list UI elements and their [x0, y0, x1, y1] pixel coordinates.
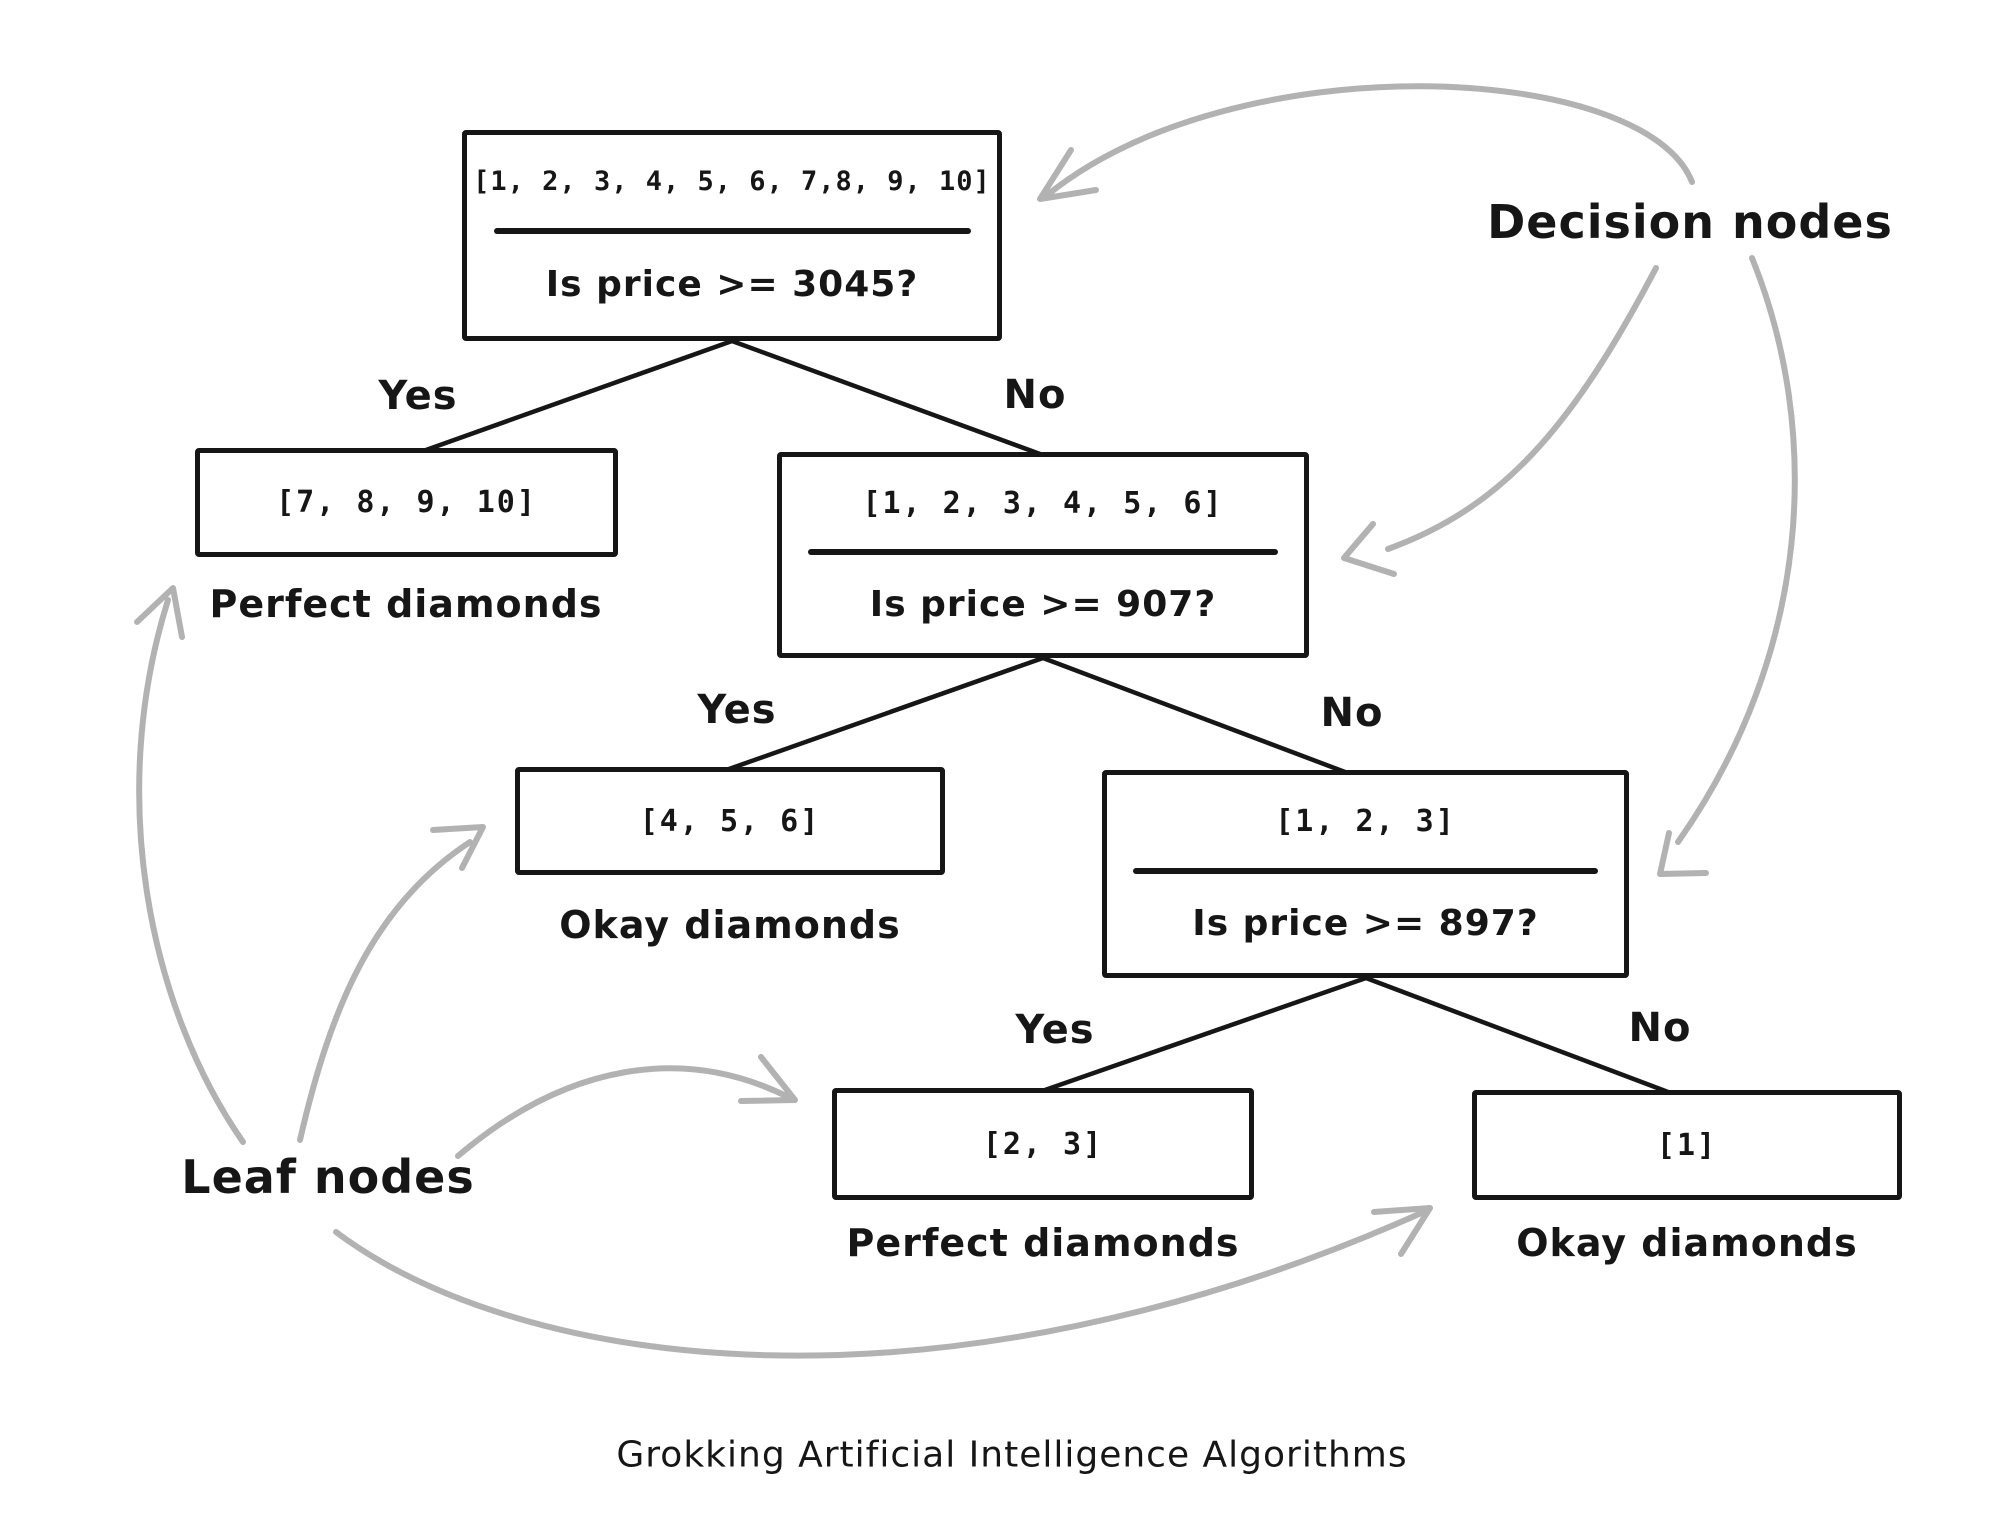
decision-nodes-label: Decision nodes: [1487, 195, 1893, 249]
branch-label-yes-level3: Yes: [697, 687, 777, 733]
leaf-nodes-arrow-to-perfect1-head: [134, 585, 185, 640]
leaf-nodes-label: Leaf nodes: [181, 1150, 475, 1204]
leaf-node-set: [1]: [1656, 1127, 1718, 1163]
root-node-set: [1, 2, 3, 4, 5, 6, 7,8, 9, 10]: [473, 165, 991, 197]
branch-label-yes-level2: Yes: [378, 373, 458, 419]
decision-nodes-arrow-to-decision2: [1385, 265, 1659, 552]
decision-node-2-set: [1, 2, 3, 4, 5, 6]: [862, 485, 1224, 521]
leaf-node-2-3: [2, 3]: [832, 1088, 1254, 1200]
branch-label-no-level3: No: [1320, 690, 1384, 736]
edge-root-yes: [423, 338, 735, 453]
leaf-nodes-arrow-to-okay1-head: [430, 824, 486, 871]
leaf-caption-okay-2: Okay diamonds: [1516, 1221, 1858, 1265]
leaf-nodes-arrow-to-perfect1: [136, 597, 246, 1145]
decision-nodes-arrow-to-decision3: [1675, 255, 1798, 845]
leaf-nodes-arrow-to-okay2-head: [1371, 1205, 1433, 1257]
node-divider: [808, 549, 1278, 555]
decision-node-3-set: [1, 2, 3]: [1275, 804, 1456, 839]
leaf-nodes-arrow-to-perfect2: [455, 1065, 793, 1159]
leaf-nodes-arrow-to-okay2: [333, 1207, 1431, 1359]
edge-root-no: [729, 338, 1043, 457]
decision-node-3: [1, 2, 3] Is price >= 897?: [1102, 770, 1629, 978]
leaf-nodes-arrow-to-perfect2-head: [738, 1054, 798, 1104]
leaf-node-1: [1]: [1472, 1090, 1902, 1200]
root-decision-node: [1, 2, 3, 4, 5, 6, 7,8, 9, 10] Is price …: [462, 130, 1002, 341]
decision-node-2: [1, 2, 3, 4, 5, 6] Is price >= 907?: [777, 452, 1309, 658]
decision-nodes-arrow-to-root-head: [1037, 147, 1099, 202]
branch-label-yes-level4: Yes: [1015, 1007, 1095, 1053]
tree-edges: [423, 338, 1671, 1095]
decision-node-3-question: Is price >= 897?: [1192, 903, 1539, 944]
decision-node-2-question: Is price >= 907?: [869, 583, 1217, 625]
decision-nodes-arrow-to-decision2-head: [1341, 521, 1397, 577]
edge-decision2-no: [1040, 655, 1348, 775]
book-caption: Grokking Artificial Intelligence Algorit…: [616, 1434, 1408, 1476]
node-divider: [493, 227, 971, 234]
decision-nodes-arrow-to-root: [1043, 83, 1695, 199]
edge-decision3-no: [1363, 975, 1671, 1095]
node-divider: [1132, 868, 1599, 874]
edge-decision2-yes: [726, 655, 1046, 772]
leaf-node-set: [4, 5, 6]: [639, 803, 821, 839]
annotation-arrows: [134, 83, 1798, 1359]
decision-nodes-arrow-to-decision3-head: [1657, 830, 1709, 877]
leaf-node-4-5-6: [4, 5, 6]: [515, 767, 945, 875]
leaf-node-7-8-9-10: [7, 8, 9, 10]: [195, 448, 618, 557]
leaf-node-set: [7, 8, 9, 10]: [276, 485, 537, 520]
root-node-question: Is price >= 3045?: [545, 264, 919, 306]
branch-label-no-level2: No: [1003, 372, 1067, 418]
branch-label-no-level4: No: [1628, 1005, 1692, 1051]
leaf-caption-perfect-1: Perfect diamonds: [209, 582, 603, 626]
leaf-nodes-arrow-to-okay1: [297, 839, 473, 1143]
edge-decision3-yes: [1042, 975, 1369, 1093]
leaf-caption-okay-1: Okay diamonds: [559, 903, 901, 947]
leaf-node-set: [2, 3]: [982, 1126, 1104, 1162]
leaf-caption-perfect-2: Perfect diamonds: [846, 1221, 1240, 1265]
